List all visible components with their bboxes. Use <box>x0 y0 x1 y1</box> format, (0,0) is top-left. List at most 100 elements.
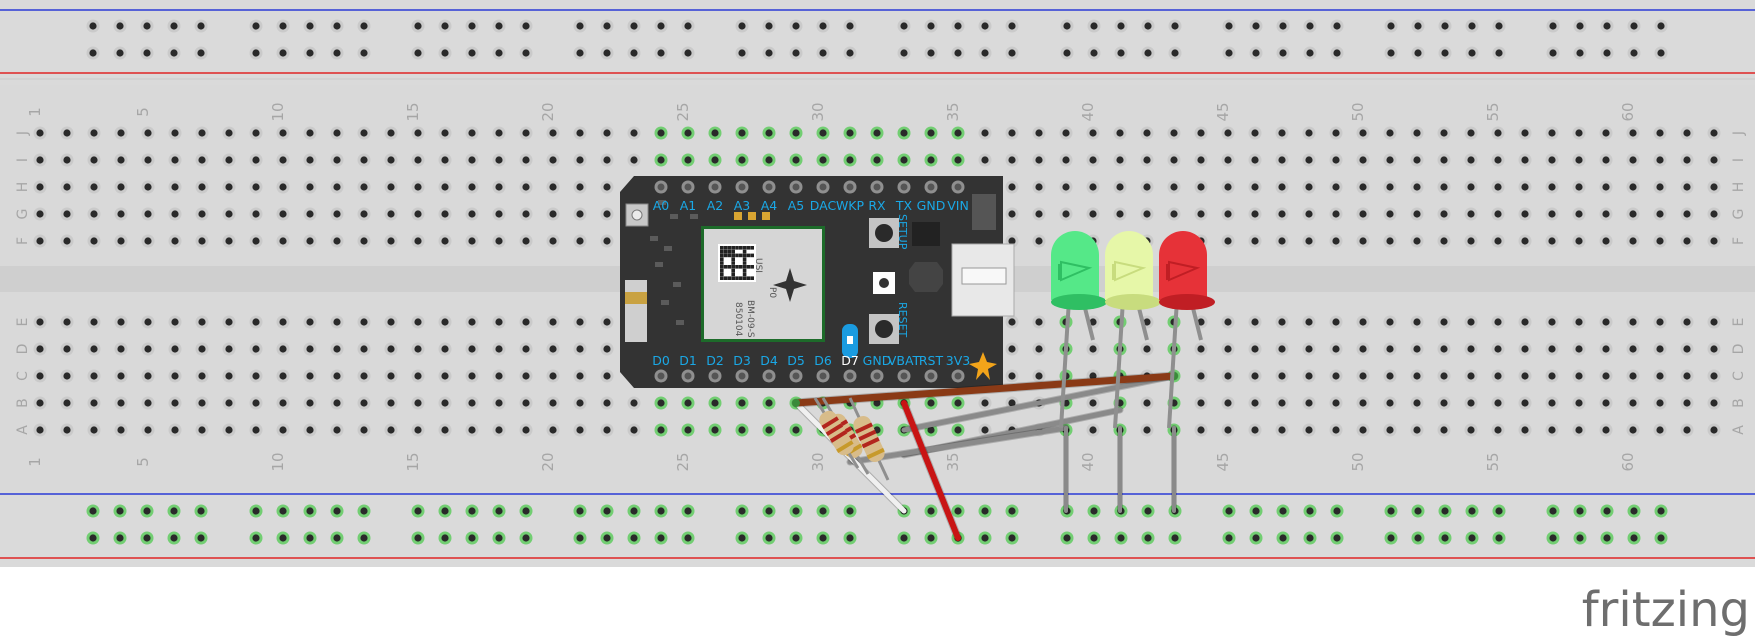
qr-code-cell <box>723 246 728 250</box>
breadboard-hole <box>225 318 233 326</box>
breadboard-hole <box>387 210 395 218</box>
breadboard-hole <box>1657 534 1665 542</box>
breadboard-hole <box>1332 183 1340 191</box>
breadboard-hole <box>1629 345 1637 353</box>
breadboard-hole <box>1386 129 1394 137</box>
breadboard-hole <box>1278 156 1286 164</box>
resistors[interactable] <box>813 397 890 481</box>
resistor-2[interactable] <box>848 397 890 481</box>
breadboard-hole <box>1521 237 1529 245</box>
breadboard-hole <box>1521 318 1529 326</box>
breadboard-hole <box>441 49 449 57</box>
row-letter-label: A <box>1731 425 1747 435</box>
d7-led-center <box>847 336 853 344</box>
top-pin-label: A0 <box>653 198 670 213</box>
breadboard-hole <box>603 426 611 434</box>
breadboard-hole <box>1144 534 1152 542</box>
breadboard-hole <box>873 399 881 407</box>
breadboard-hole <box>90 183 98 191</box>
led-leg-cathode <box>1167 299 1179 429</box>
breadboard-hole <box>1225 507 1233 515</box>
breadboard-hole <box>1116 129 1124 137</box>
qr-code-cell <box>742 253 747 258</box>
breadboard-hole <box>116 534 124 542</box>
breadboard-hole <box>1224 345 1232 353</box>
breadboard-hole <box>360 22 368 30</box>
breadboard-hole <box>900 534 908 542</box>
breadboard-hole <box>171 156 179 164</box>
breadboard-hole <box>1548 318 1556 326</box>
reset-button[interactable] <box>875 320 893 338</box>
breadboard-hole <box>1413 129 1421 137</box>
row-letter-label: I <box>1731 158 1747 162</box>
breadboard-hole <box>252 210 260 218</box>
qr-code-cell <box>750 265 754 269</box>
breadboard-hole <box>171 318 179 326</box>
breadboard-hole <box>684 156 692 164</box>
breadboard-hole <box>1197 318 1205 326</box>
breadboard-hole <box>197 22 205 30</box>
breadboard-hole <box>738 156 746 164</box>
smd-component <box>664 246 672 251</box>
breadboard-hole <box>360 426 368 434</box>
brown-jumper-wire[interactable] <box>792 372 1178 407</box>
breadboard-hole <box>549 129 557 137</box>
led-yellow[interactable] <box>1105 231 1161 429</box>
resistor-band <box>821 416 839 430</box>
breadboard-hole <box>1414 49 1422 57</box>
breadboard-hole <box>1386 237 1394 245</box>
breadboard-hole <box>441 22 449 30</box>
jumper-wires[interactable] <box>791 371 1179 542</box>
red-power-wire[interactable] <box>901 400 961 541</box>
grey-wire-red-led[interactable] <box>901 373 1177 433</box>
breadboard-hole <box>1170 129 1178 137</box>
resistor-body-group <box>819 410 854 456</box>
leds[interactable] <box>1051 231 1215 429</box>
breadboard-hole <box>873 156 881 164</box>
grey-wire-green-led[interactable] <box>847 425 1069 465</box>
breadboard-hole <box>1630 22 1638 30</box>
breadboard-hole <box>846 22 854 30</box>
breadboard-hole <box>1251 318 1259 326</box>
resistor-3[interactable] <box>813 397 860 469</box>
breadboard-hole <box>1008 129 1016 137</box>
breadboard-hole <box>522 534 530 542</box>
breadboard-hole <box>1062 183 1070 191</box>
breadboard-hole <box>360 49 368 57</box>
breadboard-hole <box>36 345 44 353</box>
reset-label: RESET <box>896 302 909 338</box>
breadboard-hole <box>143 507 151 515</box>
breadboard-hole <box>333 210 341 218</box>
header-pin-center <box>765 183 773 191</box>
qr-code-cell <box>742 246 747 250</box>
qr-code-cell <box>731 268 735 273</box>
breadboard-hole <box>252 22 260 30</box>
breadboard-hole <box>306 22 314 30</box>
led-green[interactable] <box>1051 231 1107 429</box>
breadboard-hole <box>1495 534 1503 542</box>
breadboard-hole <box>738 507 746 515</box>
breadboard-hole <box>197 49 205 57</box>
led-red[interactable] <box>1159 231 1215 429</box>
breadboard-hole <box>252 183 260 191</box>
breadboard-hole <box>738 426 746 434</box>
breadboard-hole <box>576 49 584 57</box>
breadboard-hole <box>1306 49 1314 57</box>
breadboard-hole <box>1090 49 1098 57</box>
breadboard-hole <box>1116 210 1124 218</box>
breadboard-hole <box>387 399 395 407</box>
breadboard-hole <box>1306 507 1314 515</box>
breadboard-hole <box>279 507 287 515</box>
breadboard-hole <box>1035 156 1043 164</box>
setup-button[interactable] <box>875 224 893 242</box>
breadboard-hole <box>630 129 638 137</box>
breadboard-hole <box>63 372 71 380</box>
breadboard-hole <box>306 49 314 57</box>
breadboard-hole <box>1332 129 1340 137</box>
breadboard-hole <box>1197 129 1205 137</box>
side-component-band <box>625 292 647 304</box>
breadboard-hole <box>306 237 314 245</box>
breadboard-hole <box>36 210 44 218</box>
breadboard-hole <box>1602 237 1610 245</box>
